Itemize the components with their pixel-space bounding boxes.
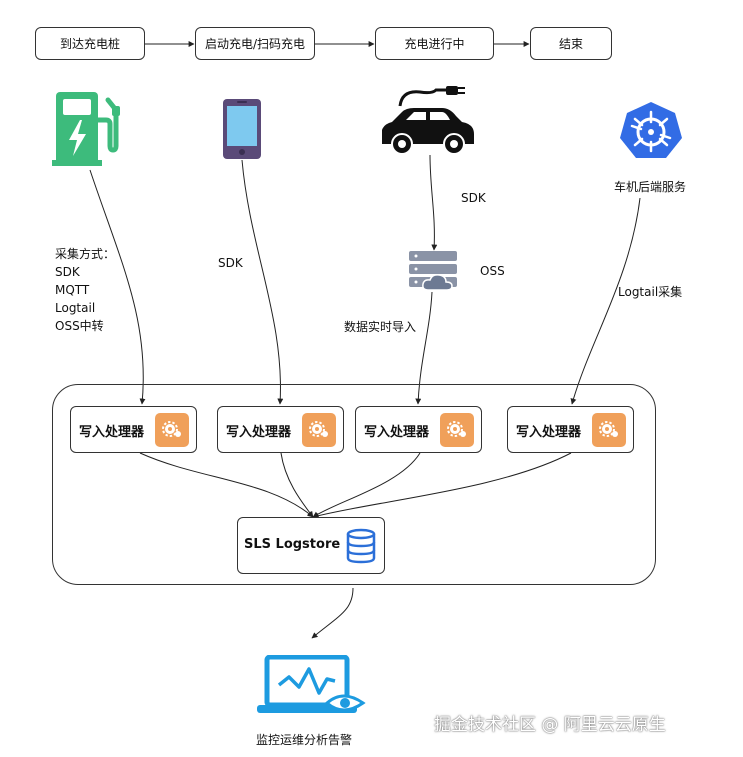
- write-processor-2: 写入处理器: [217, 406, 344, 453]
- gear-icon: [302, 413, 336, 447]
- oss-label: OSS: [480, 264, 505, 278]
- car-edge: [429, 154, 438, 251]
- gear-icon: [592, 413, 626, 447]
- k8s-edge: [570, 197, 641, 405]
- logstore-to-monitor: [311, 587, 354, 639]
- collect-title: 采集方式：: [55, 247, 116, 261]
- proc1-to-logstore: [139, 452, 314, 518]
- flow-step-start: 启动充电/扫码充电: [195, 27, 315, 60]
- sls-logstore-box: SLS Logstore: [237, 517, 385, 574]
- gear-icon: [155, 413, 189, 447]
- charging-station-icon: [52, 92, 120, 166]
- proc2-to-logstore: [280, 452, 314, 518]
- processor-label: 写入处理器: [516, 425, 582, 440]
- flow-step-arrive: 到达充电桩: [35, 27, 145, 60]
- proc3-to-logstore: [312, 452, 421, 518]
- oss-storage-icon: [409, 251, 457, 291]
- car-sdk-label: SDK: [461, 191, 486, 205]
- monitor-label: 监控运维分析告警: [256, 733, 353, 747]
- write-processor-4: 写入处理器: [507, 406, 634, 453]
- monitoring-dashboard-icon: [257, 655, 366, 713]
- write-processor-1: 写入处理器: [70, 406, 197, 453]
- write-processor-3: 写入处理器: [355, 406, 482, 453]
- collect-method-sdk: SDK: [55, 265, 80, 279]
- oss-import-label: 数据实时导入: [344, 320, 417, 334]
- database-icon: [346, 528, 376, 564]
- k8s-service-label: 车机后端服务: [614, 180, 687, 194]
- proc4-to-logstore: [312, 452, 572, 519]
- logtail-collect-label: Logtail采集: [618, 285, 683, 299]
- flow-step-charging: 充电进行中: [375, 27, 494, 60]
- oss-edge: [415, 291, 433, 405]
- collect-method-mqtt: MQTT: [55, 283, 90, 297]
- phone-icon: [223, 99, 261, 159]
- kubernetes-icon: [620, 102, 682, 158]
- collect-method-oss: OSS中转: [55, 319, 104, 333]
- collect-method-logtail: Logtail: [55, 301, 96, 315]
- processing-container: [52, 384, 656, 585]
- phone-edge: [241, 159, 284, 405]
- flow-step-end: 结束: [530, 27, 612, 60]
- watermark: 掘金技术社区 @ 阿里云云原生: [434, 715, 666, 735]
- charger-edge: [89, 169, 146, 405]
- electric-car-icon: [382, 86, 474, 155]
- processor-label: 写入处理器: [79, 425, 145, 440]
- logstore-label: SLS Logstore: [244, 537, 341, 552]
- processor-label: 写入处理器: [364, 425, 430, 440]
- processor-label: 写入处理器: [226, 425, 292, 440]
- phone-sdk-label: SDK: [218, 256, 243, 270]
- gear-icon: [440, 413, 474, 447]
